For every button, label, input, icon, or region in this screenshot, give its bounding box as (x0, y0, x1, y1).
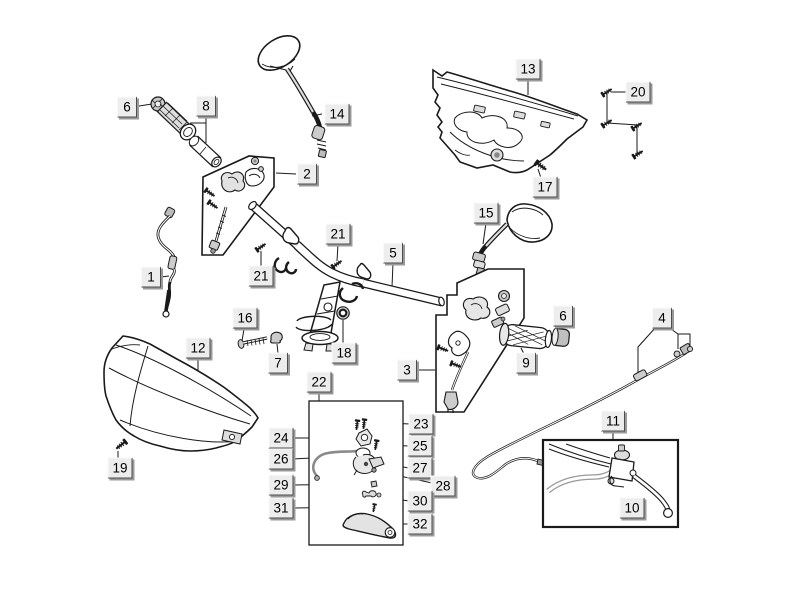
part-right-grip (498, 322, 553, 350)
part-switch-24 (355, 428, 373, 447)
part-left-switch-plate (201, 155, 275, 256)
part-cable (156, 206, 178, 318)
part-screw-19 (113, 437, 130, 453)
callout-5[interactable]: 5 (383, 242, 403, 264)
callout-27[interactable]: 27 (407, 457, 433, 479)
callout-14[interactable]: 14 (324, 103, 350, 125)
callout-7[interactable]: 7 (268, 352, 288, 374)
callout-26[interactable]: 26 (268, 448, 294, 470)
callout-19[interactable]: 19 (107, 457, 133, 479)
part-mirror-right (257, 35, 327, 159)
callout-6-right[interactable]: 6 (553, 305, 573, 327)
callout-22[interactable]: 22 (306, 371, 332, 393)
part-switch-body-27 (352, 447, 385, 476)
part-throttle-cable (471, 343, 694, 480)
part-nut-18 (336, 306, 350, 320)
callout-8[interactable]: 8 (196, 95, 216, 117)
callout-21-left[interactable]: 21 (248, 265, 274, 287)
callout-17[interactable]: 17 (532, 176, 558, 198)
part-screw-set-20 (599, 85, 646, 161)
callout-15[interactable]: 15 (473, 202, 499, 224)
callout-13[interactable]: 13 (515, 58, 541, 80)
part-brake-lever-10 (607, 444, 673, 519)
part-screw-16 (237, 336, 268, 349)
callout-11[interactable]: 11 (600, 410, 626, 432)
part-lever-32 (342, 512, 397, 539)
callout-3[interactable]: 3 (397, 359, 417, 381)
part-left-grip (156, 101, 222, 168)
callout-21-right[interactable]: 21 (325, 223, 351, 245)
callout-32[interactable]: 32 (407, 513, 433, 535)
callout-2[interactable]: 2 (297, 163, 317, 185)
part-bar-end-right (551, 327, 571, 347)
callout-29[interactable]: 29 (268, 474, 294, 496)
part-clip-29 (370, 480, 378, 488)
group-box-switch-parts (308, 400, 404, 546)
callout-1[interactable]: 1 (141, 266, 161, 288)
callout-4[interactable]: 4 (652, 307, 672, 329)
callout-10[interactable]: 10 (619, 497, 645, 519)
callout-23[interactable]: 23 (408, 413, 434, 435)
part-handlebar (248, 200, 445, 352)
callout-31[interactable]: 31 (268, 497, 294, 519)
callout-30[interactable]: 30 (407, 490, 433, 512)
callout-16[interactable]: 16 (232, 307, 258, 329)
group-box-brake-lever (541, 438, 680, 529)
part-mirror-left (472, 203, 553, 277)
callout-20[interactable]: 20 (625, 81, 651, 103)
part-latch-30 (361, 490, 382, 498)
callout-6-left[interactable]: 6 (117, 96, 137, 118)
callout-9[interactable]: 9 (516, 352, 536, 374)
callout-25[interactable]: 25 (407, 435, 433, 457)
callout-24[interactable]: 24 (268, 427, 294, 449)
part-cap-7 (270, 331, 283, 344)
part-right-switch-plate (435, 268, 525, 413)
part-front-cover (432, 68, 589, 174)
part-rear-cover (103, 335, 259, 452)
part-cable-26 (312, 449, 358, 481)
callout-18[interactable]: 18 (331, 342, 357, 364)
callout-28[interactable]: 28 (430, 475, 456, 497)
part-ball-28 (371, 467, 377, 473)
callout-12[interactable]: 12 (185, 337, 211, 359)
